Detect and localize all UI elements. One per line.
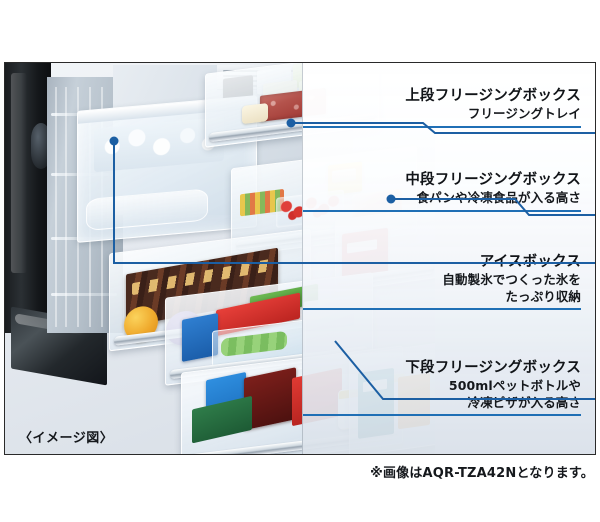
green-package — [192, 395, 252, 444]
callout-underline — [303, 308, 581, 311]
callout-ice-box: アイスボックス 自動製氷でつくった氷を たっぷり収納 — [303, 253, 595, 311]
callout-subtitle: フリージングトレイ — [467, 105, 581, 121]
callout-underline — [303, 414, 581, 417]
callout-upper-freezing-box: 上段フリージングボックス フリージングトレイ — [303, 87, 595, 128]
callout-underline — [303, 125, 581, 128]
callout-title: 中段フリージングボックス — [405, 172, 581, 188]
callout-subtitle-line1: 自動製氷でつくった氷を — [442, 271, 581, 287]
callout-underline — [303, 209, 581, 212]
cabinet-exterior — [5, 63, 51, 333]
callout-middle-freezing-box: 中段フリージングボックス 食パンや冷凍食品が入る高さ — [303, 171, 595, 212]
tofu-block — [242, 102, 268, 125]
callout-subtitle-line2: たっぷり収納 — [505, 288, 581, 304]
callout-subtitle: 食パンや冷凍食品が入る高さ — [416, 189, 581, 205]
callout-subtitle-line2: 冷凍ピザが入る高さ — [467, 394, 581, 410]
illustration-panel: 上段フリージングボックス フリージングトレイ 中段フリージングボックス 食パンや… — [4, 62, 596, 455]
callout-title: アイスボックス — [479, 254, 581, 270]
ice-box-front-panel — [86, 188, 208, 232]
callout-title: 下段フリージングボックス — [405, 360, 581, 376]
door-hinge — [31, 123, 51, 169]
model-footnote: ※画像はAQR-TZA42Nとなります。 — [370, 466, 594, 481]
callout-lower-freezing-box: 下段フリージングボックス 500mlペットボトルや 冷凍ピザが入る高さ — [303, 359, 595, 417]
image-caption: 〈イメージ図〉 — [19, 431, 114, 446]
callout-title: 上段フリージングボックス — [405, 88, 581, 104]
callout-subtitle-line1: 500mlペットボトルや — [448, 377, 581, 393]
callout-label-panel: 上段フリージングボックス フリージングトレイ 中段フリージングボックス 食パンや… — [302, 63, 595, 454]
